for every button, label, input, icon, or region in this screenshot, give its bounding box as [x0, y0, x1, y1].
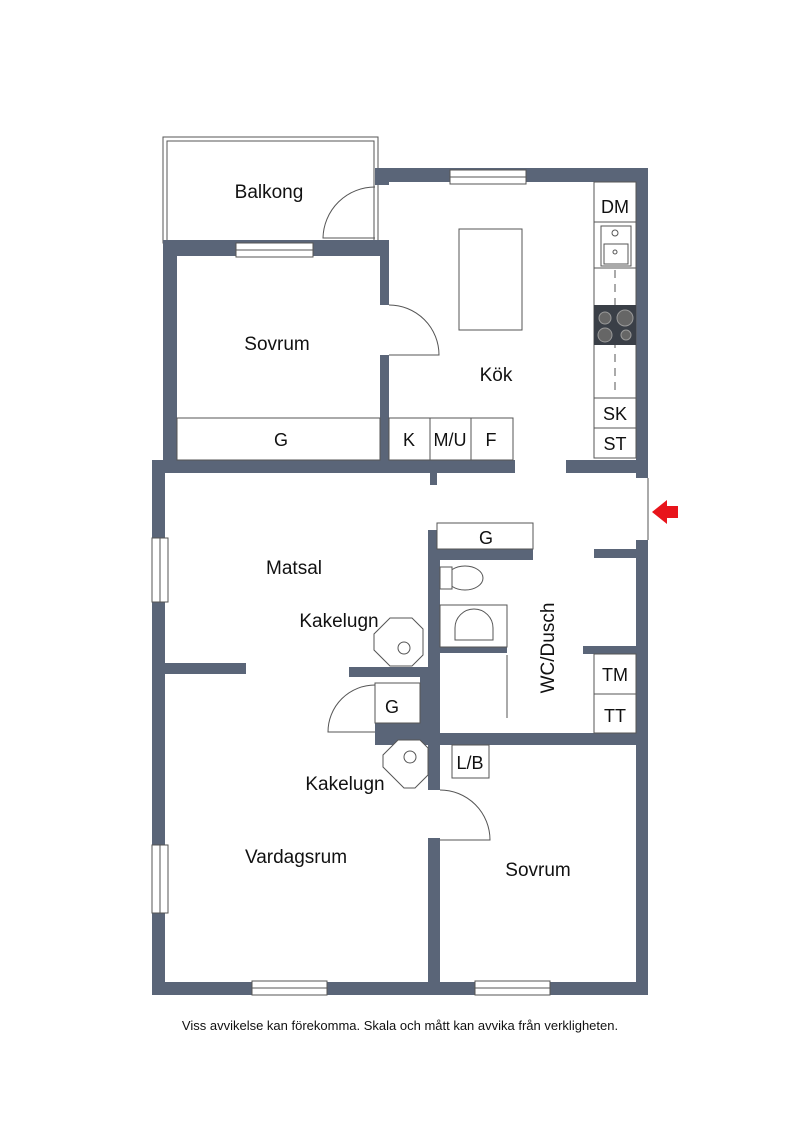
toilet-icon — [439, 565, 484, 591]
label-g: G — [385, 697, 399, 717]
windows — [151, 169, 551, 996]
label-tm: TM — [602, 665, 628, 685]
room-label-kok: Kök — [480, 365, 513, 386]
room-label-balkong: Balkong — [235, 182, 304, 203]
label-tt: TT — [604, 706, 626, 726]
balcony-outline — [162, 136, 379, 244]
kitchen-counter — [593, 181, 637, 459]
room-label-sovrum: Sovrum — [505, 860, 570, 881]
room-label-wc: WC/Dusch — [538, 603, 559, 694]
label-sk: SK — [603, 404, 627, 424]
label-kakelugn: Kakelugn — [305, 774, 384, 795]
label-g: G — [479, 528, 493, 548]
label-dm: DM — [601, 197, 629, 217]
label-lb: L/B — [456, 753, 483, 773]
doors — [322, 186, 649, 841]
room-label-vardagsrum: Vardagsrum — [245, 847, 347, 868]
label-g: G — [274, 430, 288, 450]
label-kakelugn: Kakelugn — [299, 611, 378, 632]
label-k: K — [403, 430, 415, 450]
room-label-matsal: Matsal — [266, 558, 322, 579]
entry-arrow-icon — [652, 500, 678, 524]
label-st: ST — [603, 434, 626, 454]
label-f: F — [486, 430, 497, 450]
tiled-stove-icon — [373, 617, 429, 789]
disclaimer-text: Viss avvikelse kan förekomma. Skala och … — [181, 1018, 619, 1033]
walls — [152, 168, 648, 995]
kitchen-island — [458, 228, 523, 331]
label-mu: M/U — [434, 430, 467, 450]
room-label-sovrum: Sovrum — [244, 334, 309, 355]
washbasin-icon — [439, 604, 508, 648]
